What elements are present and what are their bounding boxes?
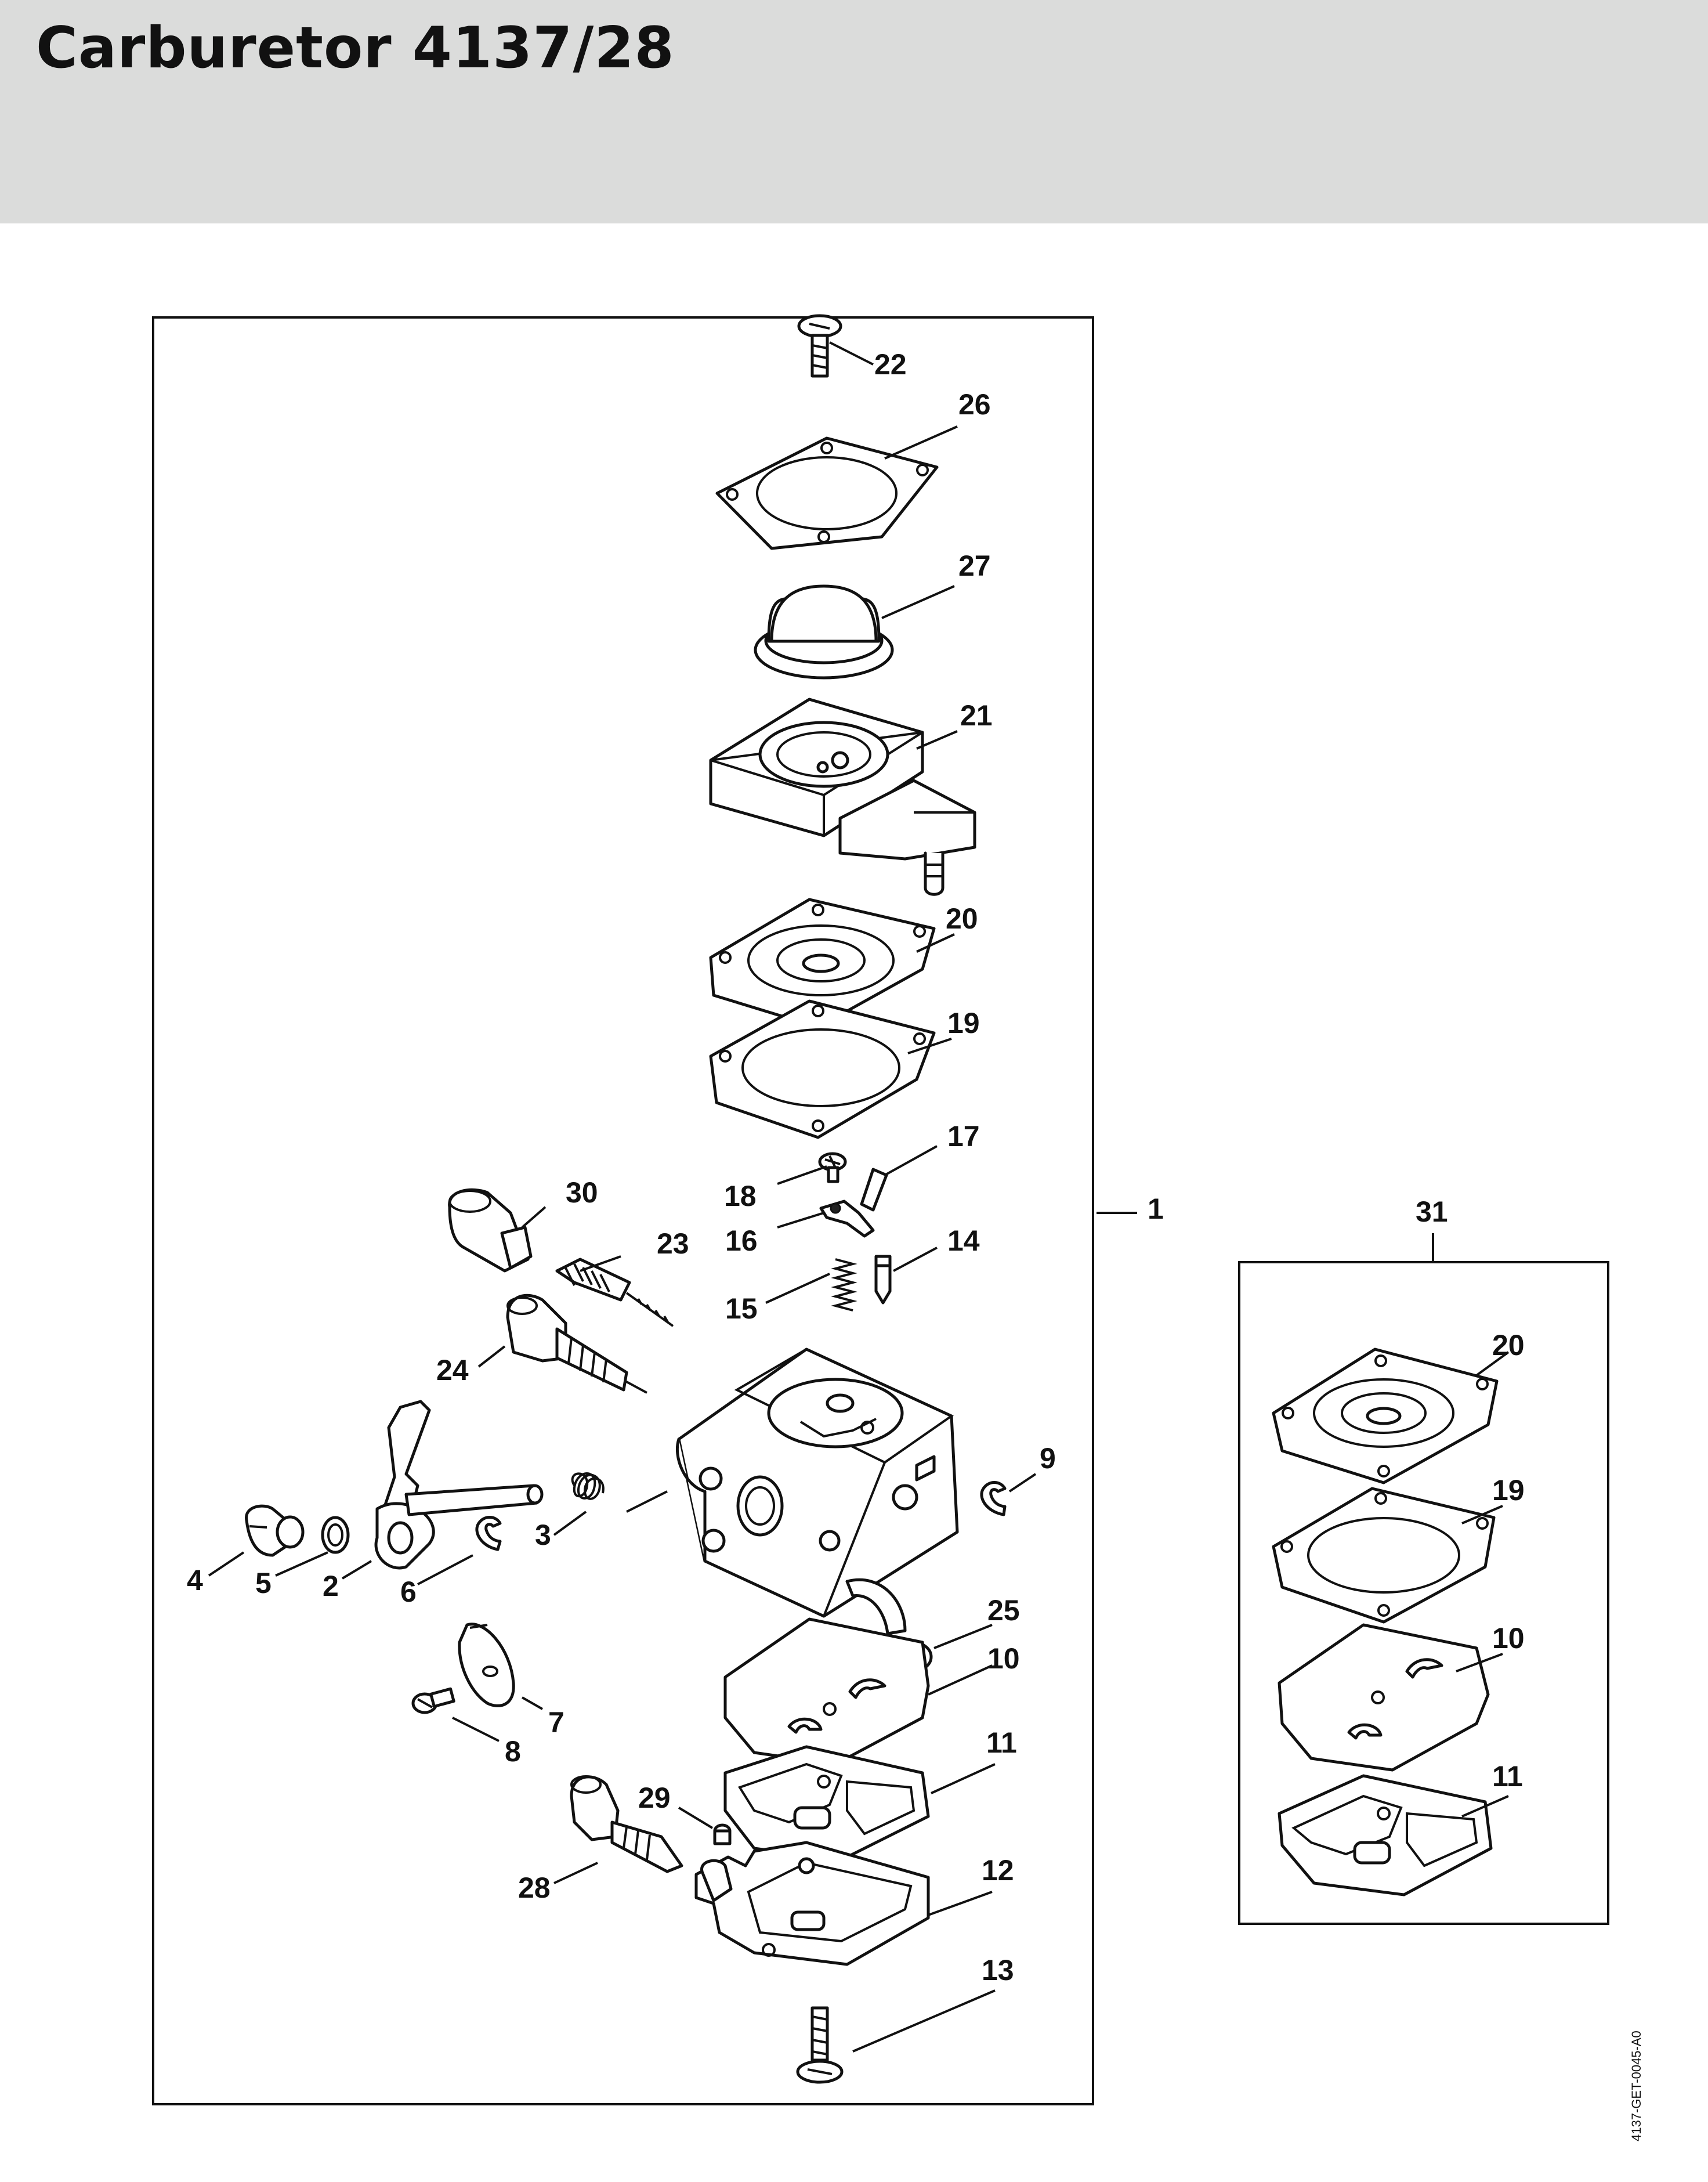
callout-11: 11 <box>986 1726 1017 1759</box>
kit-callout-11: 11 <box>1492 1760 1523 1793</box>
throttle-shaft-assembly <box>374 1400 544 1570</box>
callout-19: 19 <box>947 1007 980 1039</box>
page-header: Carburetor 4137/28 <box>0 0 1708 223</box>
kit-callout-20: 20 <box>1492 1329 1525 1361</box>
part-4-cap <box>245 1504 305 1557</box>
kit-part-20-diaphragm <box>1272 1348 1499 1484</box>
part-28-adjusting-screw <box>570 1775 683 1873</box>
callout-3: 3 <box>535 1519 551 1551</box>
kit-callout-19: 19 <box>1492 1474 1525 1507</box>
kit-part-19-gasket <box>1272 1487 1496 1624</box>
kit-callout-10: 10 <box>1492 1622 1525 1654</box>
part-13-screw <box>796 2006 844 2084</box>
part-30-limiter-cap <box>448 1188 533 1273</box>
part-29-plug <box>713 1823 732 1845</box>
page-title: Carburetor 4137/28 <box>36 15 675 81</box>
part-17-pin <box>860 1168 888 1212</box>
callout-30: 30 <box>566 1176 598 1209</box>
part-24-adjusting-screw <box>506 1294 647 1394</box>
callout-21: 21 <box>960 699 993 732</box>
part-19-gasket <box>709 999 936 1139</box>
callout-15: 15 <box>725 1292 758 1325</box>
callout-18: 18 <box>724 1180 757 1212</box>
callout-22: 22 <box>874 348 907 381</box>
gasket-kit-frame <box>1238 1261 1609 1925</box>
callout-16: 16 <box>725 1224 758 1257</box>
part-26-gasket <box>715 436 939 550</box>
part-5-washer <box>321 1516 350 1554</box>
part-14-inlet-needle <box>874 1255 892 1305</box>
callout-23: 23 <box>657 1227 689 1260</box>
part-9-e-clip <box>980 1481 1007 1516</box>
leader-lines <box>208 341 1510 2053</box>
part-15-spring <box>831 1258 857 1312</box>
part-6-e-clip <box>475 1516 502 1551</box>
part-12-metering-cover <box>694 1841 930 1966</box>
part-22-screw <box>797 314 842 378</box>
callout-1: 1 <box>1148 1193 1164 1225</box>
part-27-primer-bulb <box>754 584 894 680</box>
part-21-pump-cover <box>709 698 976 896</box>
part-8-screw <box>411 1687 455 1714</box>
part-7-valve-disc <box>458 1623 515 1707</box>
part-3-spring <box>571 1472 605 1500</box>
callout-26: 26 <box>958 388 991 421</box>
callout-14: 14 <box>947 1224 980 1257</box>
callout-25: 25 <box>987 1594 1020 1627</box>
document-code: 4137-GET-0045-A0 <box>1629 2031 1644 2141</box>
callout-10: 10 <box>987 1642 1020 1675</box>
callout-6: 6 <box>400 1576 417 1608</box>
callout-27: 27 <box>958 550 991 582</box>
callout-31: 31 <box>1416 1195 1448 1228</box>
part-23-adjusting-screw <box>555 1258 674 1327</box>
kit-part-11-gasket <box>1278 1774 1493 1896</box>
callout-24: 24 <box>436 1354 469 1386</box>
callout-12: 12 <box>982 1854 1014 1887</box>
part-10-metering-diaphragm <box>723 1617 930 1766</box>
carburetor-body <box>675 1348 959 1635</box>
callout-29: 29 <box>638 1782 671 1814</box>
callout-7: 7 <box>548 1706 564 1739</box>
callout-labels: 22 26 27 21 20 19 17 18 16 14 15 1 31 30… <box>187 348 1525 1986</box>
kit-part-10-metering-diaphragm <box>1278 1623 1490 1772</box>
callout-20: 20 <box>946 902 978 935</box>
part-16-inlet-lever <box>819 1200 875 1238</box>
callout-13: 13 <box>982 1954 1014 1986</box>
part-11-gasket <box>723 1745 930 1862</box>
callout-17: 17 <box>947 1120 980 1153</box>
callout-9: 9 <box>1040 1442 1056 1475</box>
callout-8: 8 <box>505 1735 521 1768</box>
callout-5: 5 <box>255 1567 272 1599</box>
carburetor-assembly-frame <box>152 316 1094 2105</box>
callout-28: 28 <box>518 1872 551 1904</box>
callout-4: 4 <box>187 1564 203 1596</box>
callout-2: 2 <box>323 1570 339 1602</box>
